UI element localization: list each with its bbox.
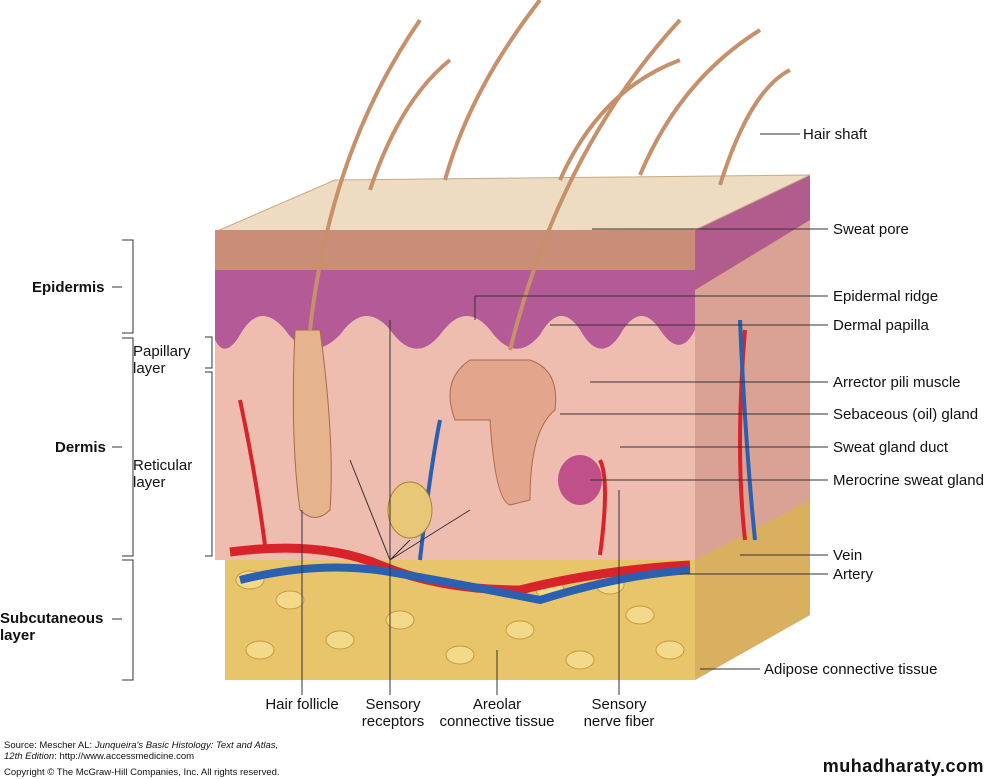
label-subcutaneous-layer: Subcutaneous layer [0,610,103,644]
hair-follicle-2 [449,359,557,506]
label-line: nerve fiber [583,713,655,730]
source-line-2: 12th Edition: http://www.accessmedicine.… [4,751,278,762]
vein-vessel [239,563,691,605]
source-line-1: Source: Mescher AL: Junqueira's Basic Hi… [4,740,278,751]
label-sweat-pore: Sweat pore [833,221,909,238]
label-line: Subcutaneous [0,610,104,627]
epidermis-layer [215,230,695,270]
label-arrector-pili: Arrector pili muscle [833,374,961,391]
leader-lines [301,133,828,695]
label-line: layer [0,627,36,644]
label-line: connective tissue [439,713,555,730]
label-artery: Artery [833,566,874,583]
label-line: layer [133,474,166,491]
hair-shafts [308,0,791,351]
label-vein: Vein [833,547,863,564]
dermis-layer [215,316,695,560]
source-citation: Source: Mescher AL: Junqueira's Basic Hi… [4,740,278,762]
merocrine-gland-shape [558,455,602,505]
label-areolar-tissue: Areolar connective tissue [439,696,554,730]
label-line: Areolar [472,696,522,713]
source-edition: 12th Edition [4,751,55,762]
label-papillary-layer: Papillary layer [133,343,191,377]
left-brackets [112,239,213,681]
label-epidermis: Epidermis [32,279,105,296]
source-prefix: Source: Mescher AL: [4,740,95,751]
sensory-receptor-corpuscle [387,481,433,539]
label-line: Papillary [133,343,191,360]
label-merocrine-sweat-gland: Merocrine sweat gland [833,472,984,489]
source-url: : http://www.accessmedicine.com [54,751,195,762]
label-reticular-layer: Reticular layer [133,457,192,491]
copyright: Copyright © The McGraw-Hill Companies, I… [4,767,280,778]
label-dermal-papilla: Dermal papilla [833,317,929,334]
source-title: Junqueira's Basic Histology: Text and At… [94,740,279,751]
label-line: Reticular [133,457,193,474]
stratum-basale [215,270,695,349]
label-sensory-receptors: Sensory receptors [362,696,425,730]
label-line: Sensory [365,696,421,713]
label-line: layer [133,360,166,377]
label-line: Hair follicle [265,696,339,713]
label-hair-follicle: Hair follicle [265,696,338,713]
watermark: muhadharaty.com [822,756,984,776]
side-fat [695,500,810,680]
label-sebaceous-gland: Sebaceous (oil) gland [833,406,979,423]
side-epidermis [695,175,810,290]
venule [418,319,757,561]
label-hair-shaft: Hair shaft [803,126,868,143]
label-line: Sensory [591,696,647,713]
label-dermis: Dermis [55,439,106,456]
label-sweat-gland-duct: Sweat gland duct [833,439,949,456]
label-epidermal-ridge: Epidermal ridge [833,288,939,305]
label-line: receptors [361,713,425,730]
label-adipose: Adipose connective tissue [764,661,938,678]
hair-follicle-shape [292,329,332,518]
label-sensory-nerve-fiber: Sensory nerve fiber [584,696,655,730]
